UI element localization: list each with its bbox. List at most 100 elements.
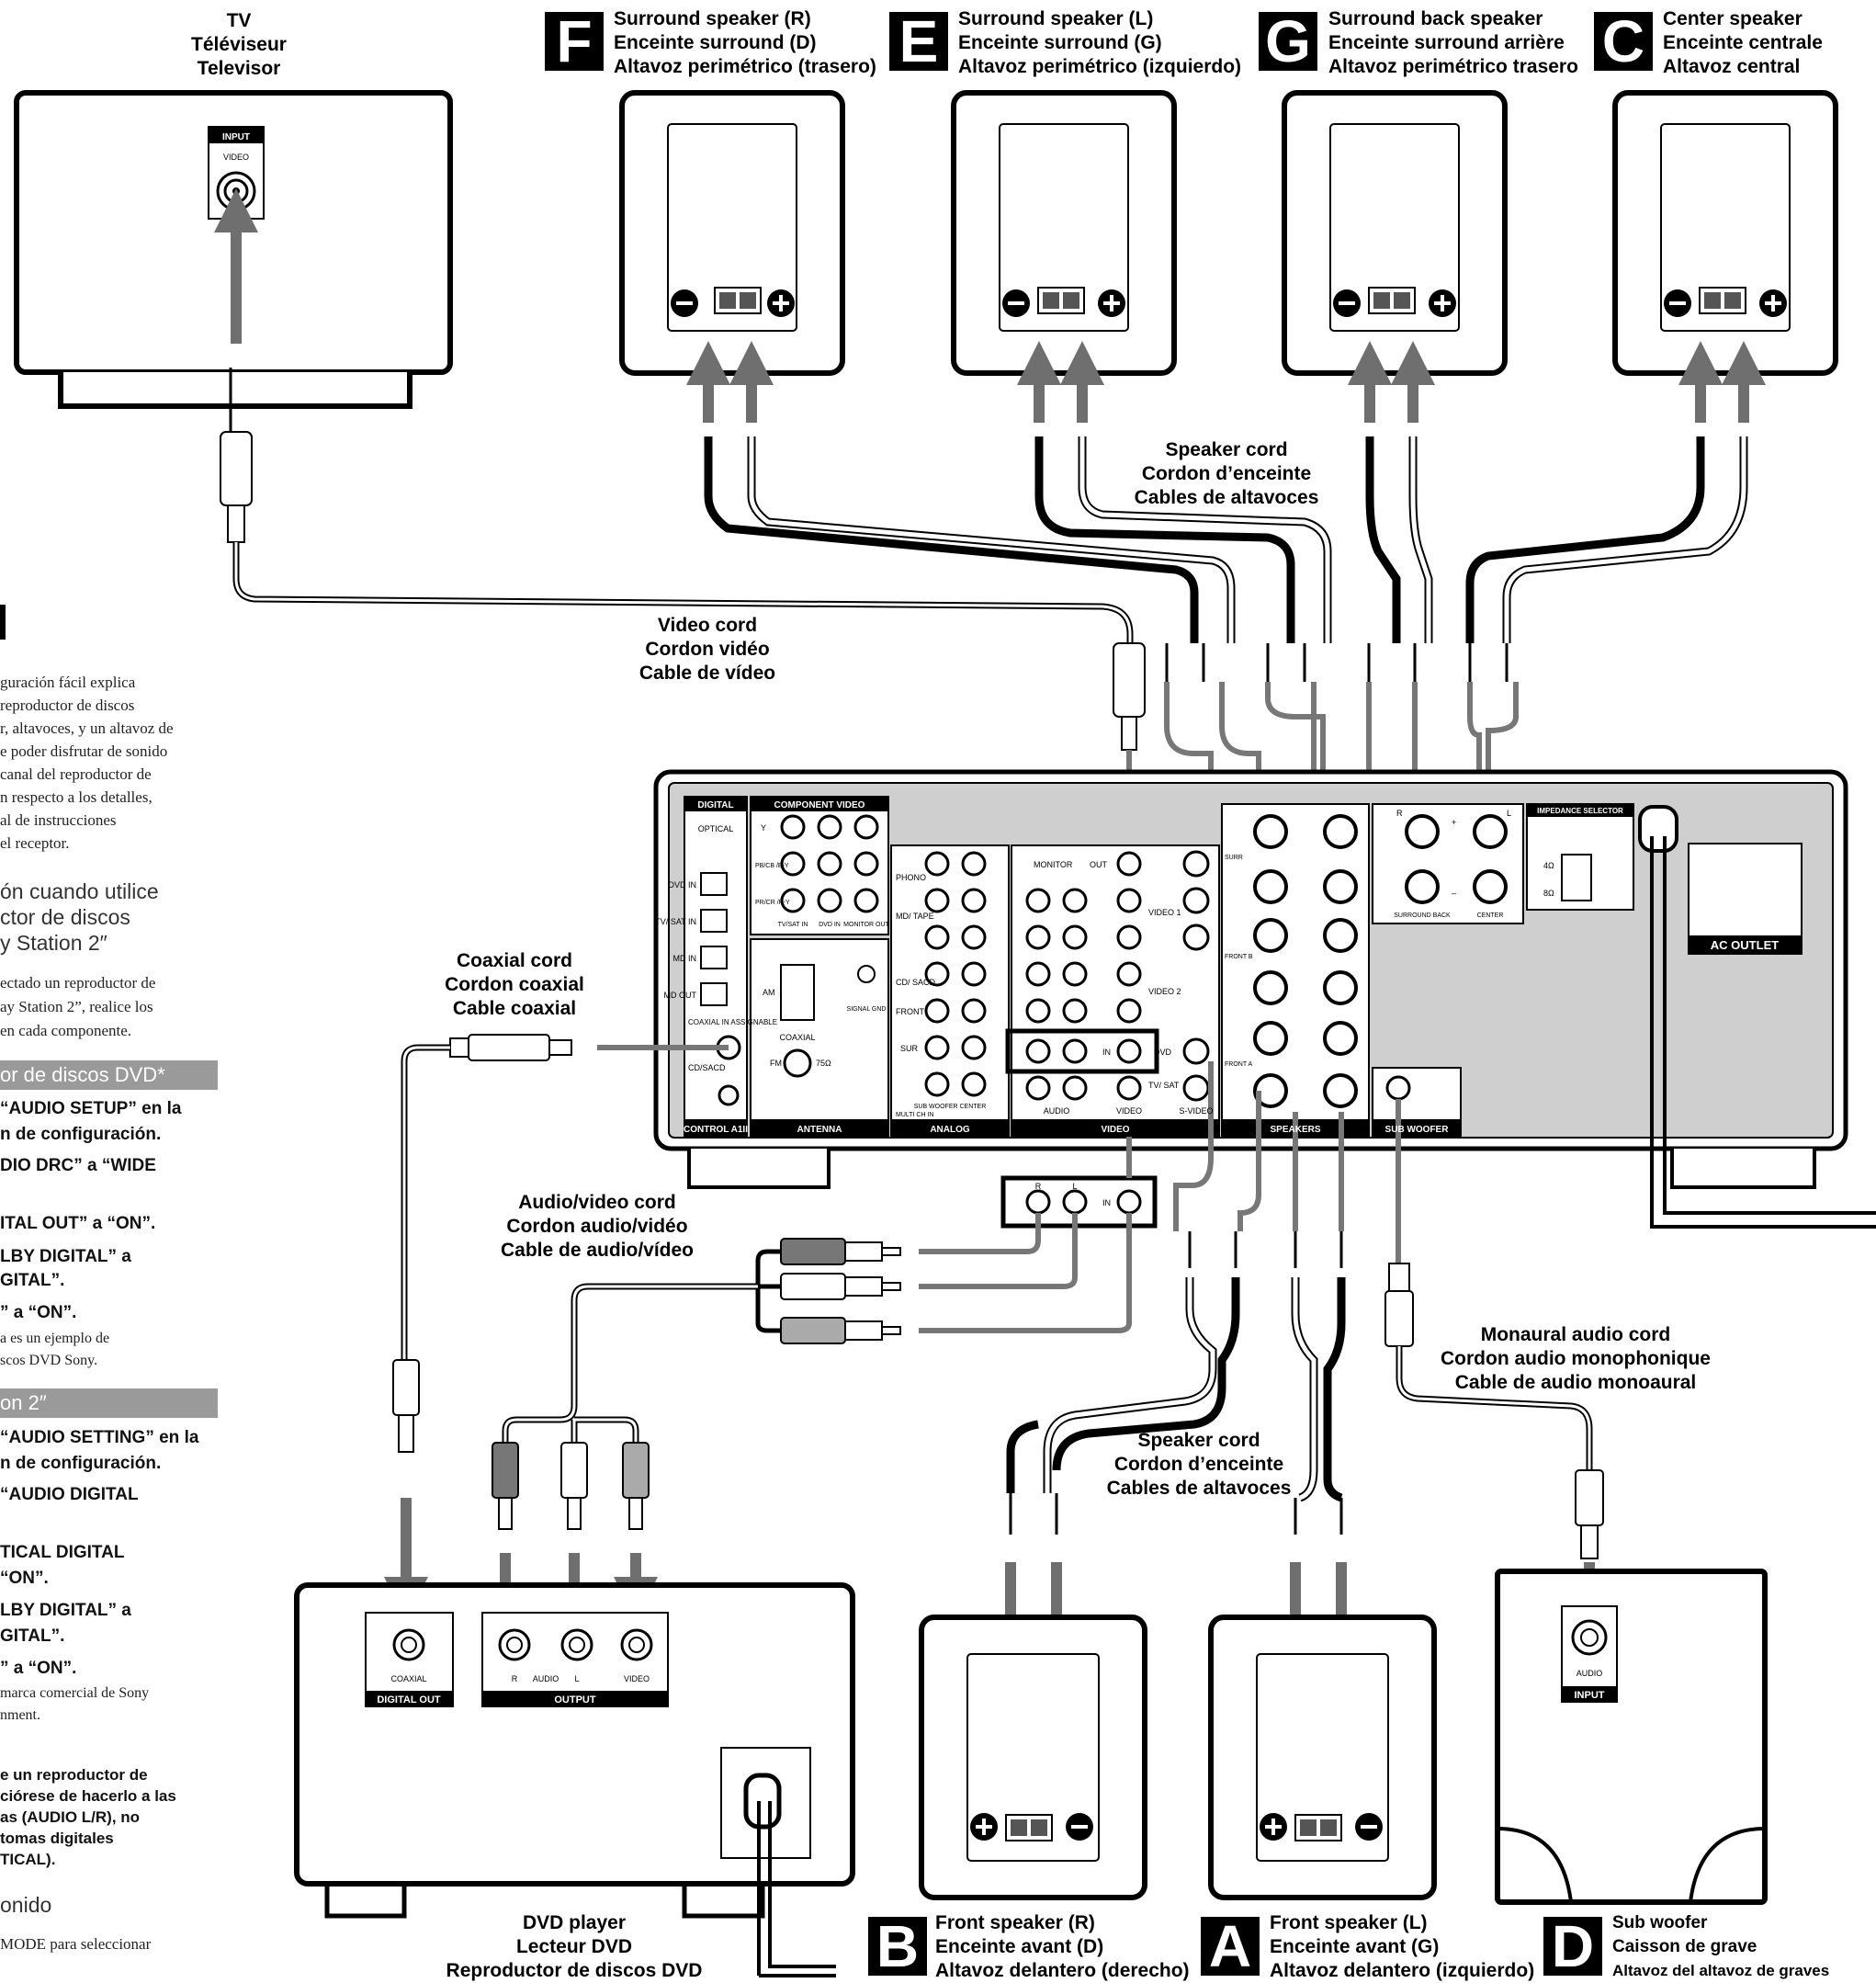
dvd-digital-out: DIGITAL OUT [377,1694,441,1705]
letter-f: F [545,12,604,71]
rx-cd-sacd2: CD/ SACD [896,978,936,987]
dvd-out-audio: AUDIO [533,1674,559,1683]
sidebar-step: LBY DIGITAL” a [0,1601,131,1620]
av-r: R [1035,1182,1042,1191]
speaker-b-fr: Enceinte avant (D) [935,1936,1104,1957]
tv-title-fr: Téléviseur [191,34,287,55]
rx-monitor: MONITOR [1034,860,1073,869]
rx-dvd: DVD [1154,1048,1172,1057]
av-l: L [1072,1182,1077,1191]
letter-b: B [868,1917,927,1976]
rx-front-b: FRONT B [1225,954,1253,960]
sidebar-line: n respecto a los detalles, [0,788,153,806]
subwoofer-es: Altavoz del altavoz de graves [1612,1962,1830,1979]
video-cord-es: Cable de vídeo [639,663,776,684]
rx-speakers: SPEAKERS [1270,1125,1320,1135]
letter-c: C [1594,12,1653,71]
speaker-c-en: Center speaker [1663,8,1803,29]
coaxial-cord [384,1034,729,1621]
sidebar-step: n de configuración. [0,1125,162,1144]
sidebar-heading: ón cuando utilice [0,879,159,903]
rx-sub-woofer-center: SUB WOOFER CENTER [914,1104,987,1110]
dvd-title: DVD player Lecteur DVD Reproductor de di… [423,1911,726,1983]
speaker-b-en: Front speaker (R) [935,1912,1095,1933]
rx-analog: ANALOG [930,1125,970,1135]
subwoofer-unit [1495,1569,1768,1905]
speaker-f [619,90,845,376]
rx-s-video: S-VIDEO [1179,1106,1213,1116]
sidebar-warning: as (AUDIO L/R), no [0,1808,141,1826]
dvd-out-r: R [512,1674,518,1683]
rx-multi-ch-in: MULTI CH IN [896,1112,933,1118]
speaker-a-es: Altavoz delantero (izquierdo) [1270,1960,1535,1981]
video-cord-fr: Cordon vidéo [645,639,770,660]
coaxial-cord-es: Cable coaxial [452,998,577,1019]
sidebar-warning: e un reproductor de [0,1766,148,1784]
coaxial-cord-fr: Cordon coaxial [445,974,584,995]
rx-fm: FM [770,1059,782,1068]
speaker-e [951,90,1177,376]
sidebar-line: el receptor. [0,834,70,852]
sidebar-warning: TICAL). [0,1851,56,1868]
av-in: IN [1102,1198,1111,1207]
av-cord-en: Audio/video cord [518,1192,676,1213]
rx-tv-sat: TV/ SAT [1148,1081,1180,1090]
rx-in: IN [1102,1048,1111,1057]
speaker-g-en: Surround back speaker [1328,8,1543,29]
sub-input-label: AUDIO [1577,1669,1603,1678]
rx-digital: DIGITAL [697,800,733,810]
rx-pb: PB/CB /B-Y [755,863,789,869]
sidebar-step: ITAL OUT” a “ON”. [0,1214,156,1233]
video-cord-label: Video cord Cordon vidéo Cable de vídeo [588,614,827,686]
bottom-speaker-cables [1006,1061,1604,1559]
rx-8ohm: 8Ω [1543,889,1554,898]
rx-signal-gnd: SIGNAL GND [847,1006,887,1013]
sidebar-line: ectado un reproductor de [0,974,156,992]
sidebar-heading: y Station 2″ [0,931,107,955]
rx-coaxial-ant: COAXIAL [779,1033,815,1042]
coaxial-cord-label: Coaxial cord Cordon coaxial Cable coaxia… [404,949,625,1021]
rx-cd-sacd: CD/SACD [688,1063,726,1072]
sidebar-step: “AUDIO DIGITAL [0,1485,139,1504]
rx-tvsat-in: TV/ SAT IN [655,917,696,926]
sidebar-step: GITAL”. [0,1626,65,1646]
av-cord [492,1137,1158,1599]
dvd-out-l: L [574,1674,579,1683]
rx-75ohm: 75Ω [816,1059,831,1068]
sidebar-note: nment. [0,1707,40,1723]
rx-surr: SURR [1225,855,1243,861]
tv-title-en: TV [226,10,252,31]
rx-dvd-in2: DVD IN [819,922,841,928]
tv-input-label: VIDEO [223,153,249,162]
speaker-g-label: Surround back speaker Enceinte surround … [1328,7,1578,79]
sidebar-line: reproductor de discos [0,697,135,714]
rx-md-out: MD OUT [664,991,697,1000]
speaker-a-label: Front speaker (L) Enceinte avant (G) Alt… [1270,1911,1534,1983]
tv-title: TV Téléviseur Televisor [147,9,331,81]
receiver-unit [653,769,1876,1229]
rx-audio: AUDIO [1044,1106,1070,1116]
speaker-c-es: Altavoz central [1663,56,1801,77]
rx-sub-woofer: SUB WOOFER [1385,1125,1450,1135]
rx-md-tape: MD/ TAPE [896,912,934,921]
speaker-cord-top-fr: Cordon d’enceinte [1141,463,1312,484]
sidebar-step: n de configuración. [0,1454,162,1473]
sidebar-section-bar: on 2″ [0,1388,218,1418]
monaural-cord-label: Monaural audio cord Cordon audio monopho… [1424,1323,1727,1395]
dvd-title-en: DVD player [522,1912,627,1933]
rx-surround-back: SURROUND BACK [1394,912,1451,919]
rx-video: VIDEO [1116,1106,1142,1116]
speaker-f-label: Surround speaker (R) Enceinte surround (… [614,7,876,79]
video-cord-en: Video cord [657,615,758,636]
sidebar-note: a es un ejemplo de [0,1331,110,1346]
rx-optical: OPTICAL [698,824,734,833]
speaker-cord-bottom-es: Cables de altavoces [1106,1478,1292,1499]
av-cord-fr: Cordon audio/vidéo [506,1216,688,1237]
letter-d: D [1543,1917,1602,1976]
rx-l: L [1507,809,1511,818]
rx-front: FRONT [896,1007,924,1016]
sub-input-header: INPUT [1575,1690,1605,1701]
speaker-cord-bottom-en: Speaker cord [1137,1430,1260,1451]
tv-title-es: Televisor [197,58,281,79]
